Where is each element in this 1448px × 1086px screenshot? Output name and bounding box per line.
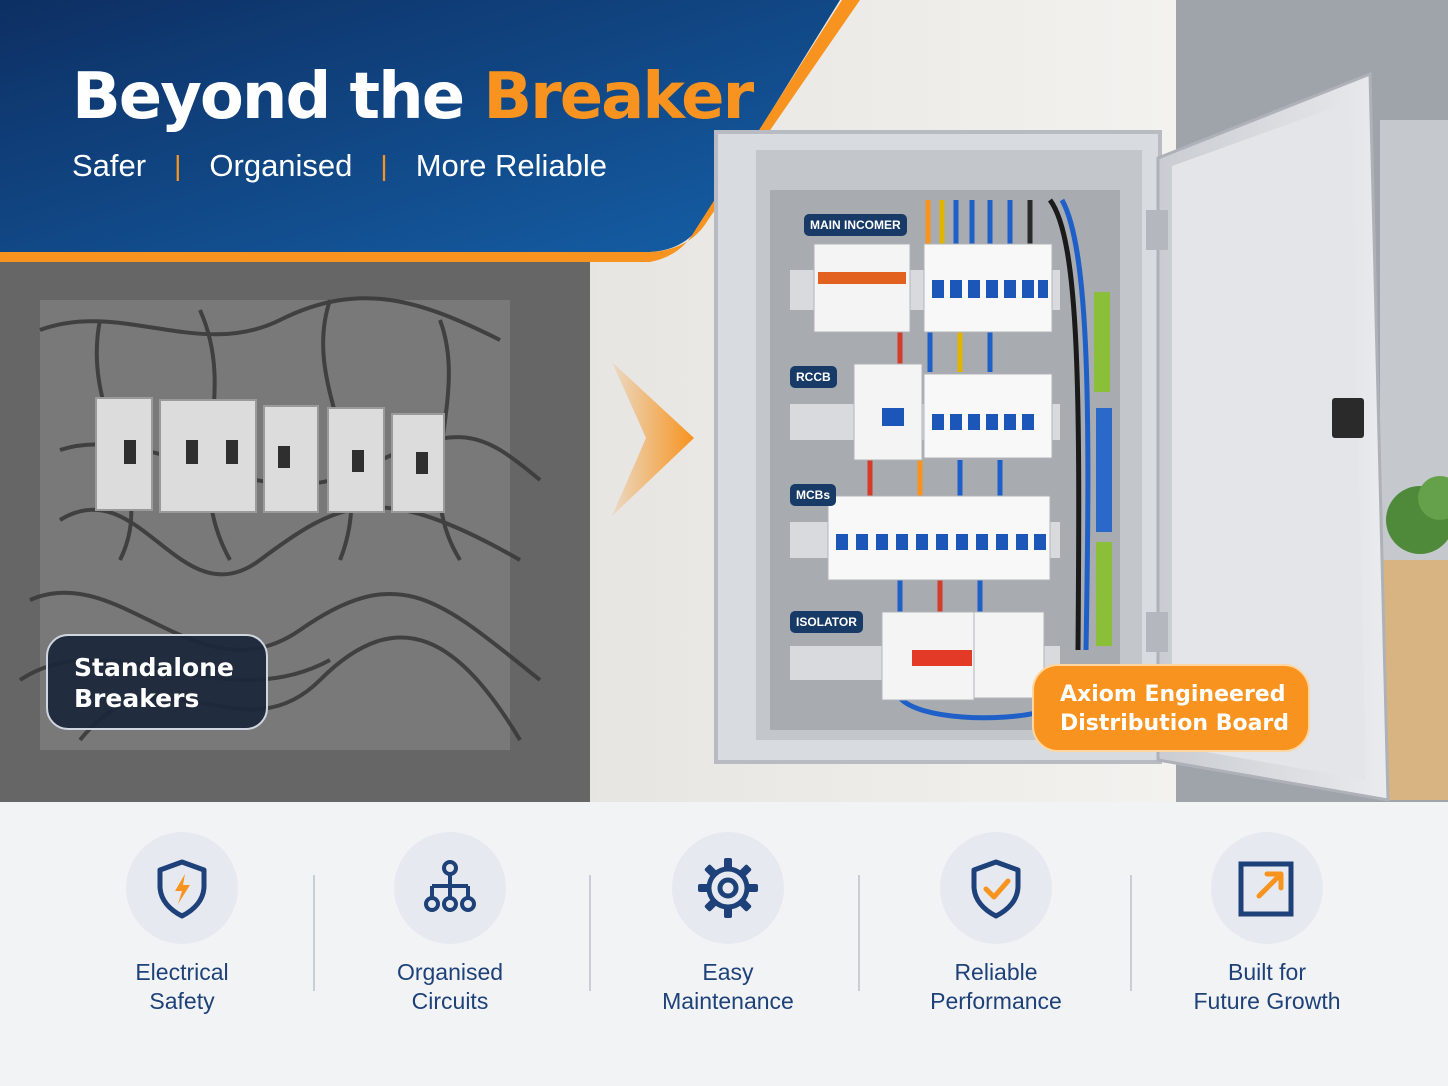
door-latch [1332,398,1364,438]
shield-check-icon [971,859,1021,919]
expand-arrow-icon [1238,861,1294,917]
feature-future-growth: Built for Future Growth [1137,832,1397,1016]
hero-section: Beyond the Breaker Safer | Organised | M… [0,0,1448,802]
tagline: Safer | Organised | More Reliable [72,148,752,184]
header-banner [0,0,840,252]
feature-organised-circuits: Organised Circuits [320,832,580,1016]
transition-chevron [612,362,694,516]
network-tree-icon [424,860,476,912]
features-strip: Electrical Safety Organised Circuits [0,802,1448,1086]
shield-bolt-icon [157,859,207,919]
standalone-breakers-label: Standalone Breakers [46,634,268,730]
feature-electrical-safety: Electrical Safety [52,832,312,1016]
feature-reliable-performance: Reliable Performance [866,832,1126,1016]
earth-bar [1094,292,1110,392]
old-breakers [95,397,445,513]
tagline-separator: | [380,150,388,181]
feature-divider [1130,875,1132,991]
tagline-item-reliable: More Reliable [415,148,607,183]
tagline-item-safer: Safer [72,148,147,183]
feature-divider [313,875,315,991]
hero-scene [0,0,1448,802]
tag-mcbs: MCBs [790,484,837,506]
tagline-item-organised: Organised [209,148,353,183]
header-text: Beyond the Breaker Safer | Organised | M… [72,60,754,184]
tagline-separator: | [174,150,182,181]
distribution-board-label: Axiom Engineered Distribution Board [1032,664,1310,752]
tag-main-incomer: MAIN INCOMER [804,214,907,236]
tag-rccb: RCCB [790,366,837,388]
page-title: Beyond the Breaker [72,60,754,134]
tag-isolator: ISOLATOR [790,611,863,633]
neutral-bar [1096,408,1112,532]
feature-easy-maintenance: Easy Maintenance [598,832,858,1016]
panel-wiring [867,198,1091,721]
gear-icon [698,858,758,918]
feature-divider [858,875,860,991]
main-incomer-breaker [813,243,911,333]
feature-divider [589,875,591,991]
